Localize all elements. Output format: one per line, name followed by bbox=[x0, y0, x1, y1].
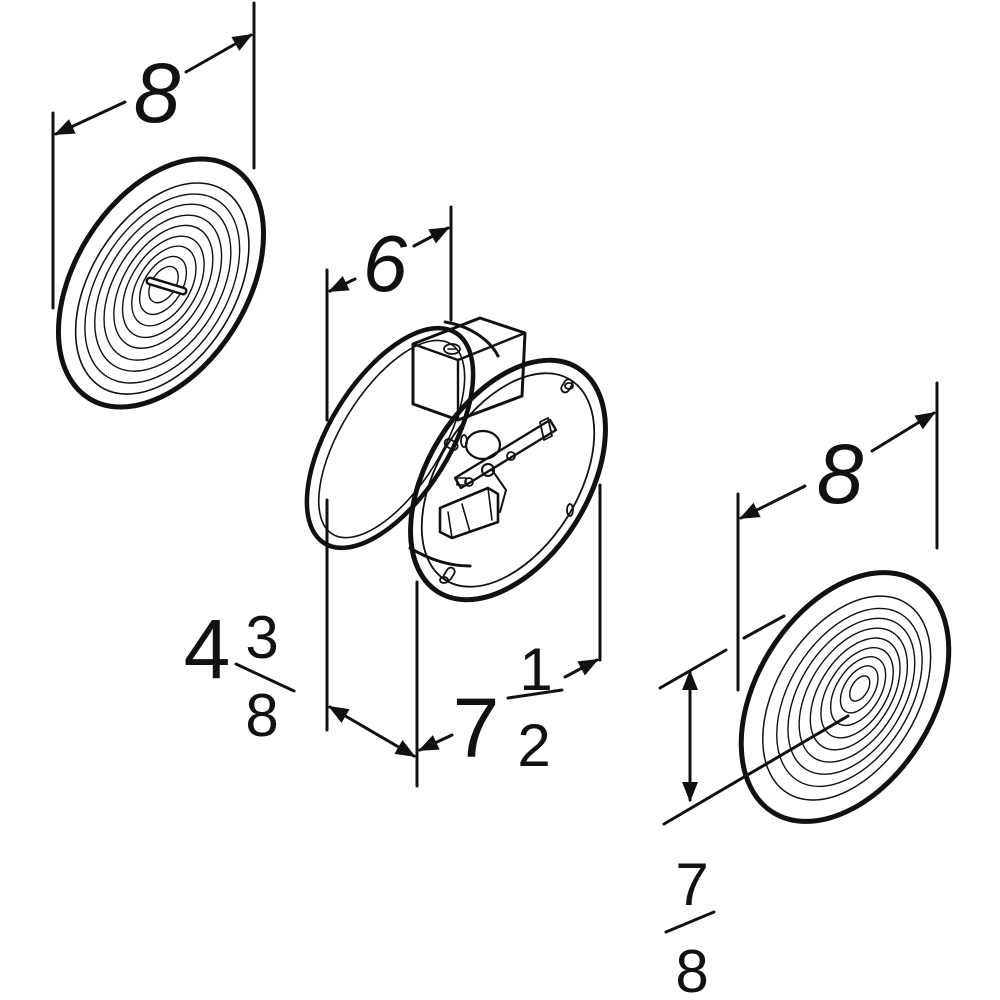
left-grille-width-label: 8 bbox=[134, 46, 181, 140]
housing-width-dimension: 6 bbox=[325, 205, 453, 422]
right-grille-leader-line bbox=[662, 714, 850, 826]
plate-width-denominator: 2 bbox=[517, 712, 550, 779]
housing-width-label: 6 bbox=[363, 219, 408, 308]
motor-assembly bbox=[438, 417, 558, 540]
left-grille-spring-clip bbox=[145, 276, 188, 296]
right-grille bbox=[738, 570, 952, 824]
plate-width-dimension: 7 1 2 bbox=[418, 483, 602, 779]
housing-depth-whole: 4 bbox=[184, 602, 231, 696]
housing-depth-numerator: 3 bbox=[245, 604, 278, 671]
right-grille-width-dimension: 8 bbox=[736, 381, 939, 692]
left-grille bbox=[55, 156, 267, 410]
grille-depth-dimension: 7 8 bbox=[658, 614, 786, 1000]
right-grille-width-label: 8 bbox=[817, 427, 864, 521]
grille-depth-numerator: 7 bbox=[675, 851, 708, 918]
housing-depth-dimension: 4 3 8 bbox=[184, 498, 419, 788]
left-grille-width-dimension: 8 bbox=[51, 1, 256, 310]
housing-depth-denominator: 8 bbox=[245, 682, 278, 749]
fan-housing bbox=[304, 316, 608, 603]
grille-depth-denominator: 8 bbox=[675, 938, 708, 1000]
plate-width-whole: 7 bbox=[453, 681, 500, 775]
